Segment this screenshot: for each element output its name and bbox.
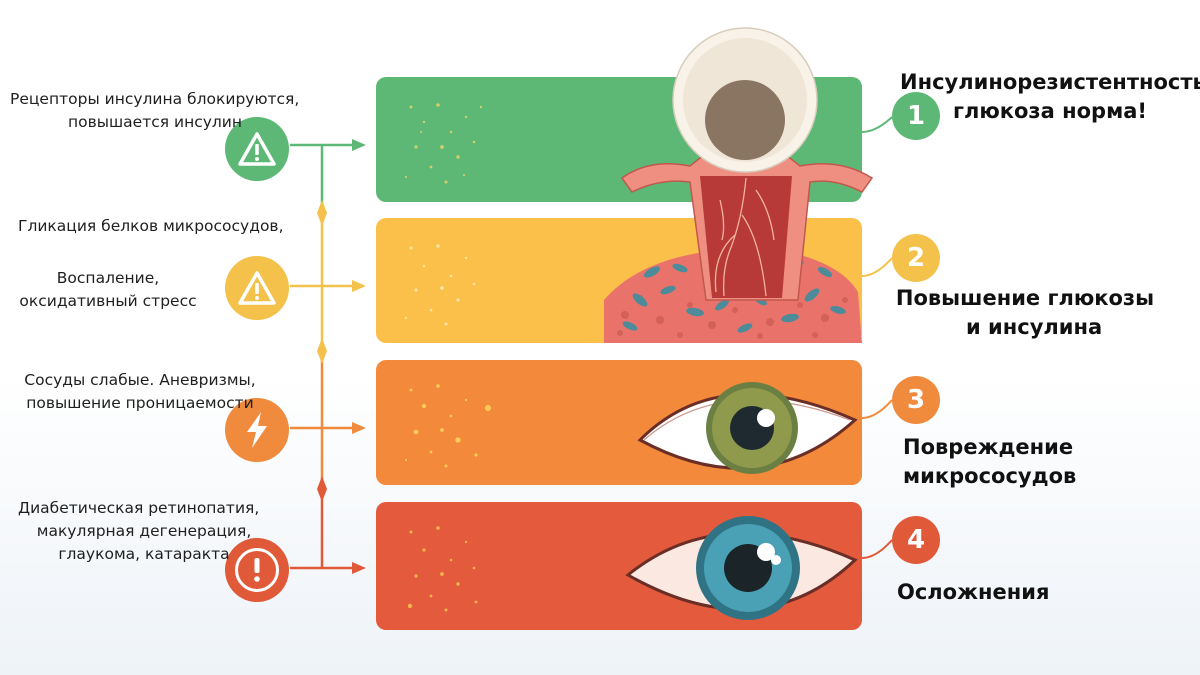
speckle-pattern-1 <box>404 103 483 184</box>
warning-triangle-icon <box>238 271 276 305</box>
speckle-pattern-4 <box>407 526 478 612</box>
speckle-pattern-2 <box>404 244 476 326</box>
warning-triangle-icon <box>238 132 276 166</box>
stage-1-description: Рецепторы инсулина блокируются, повышает… <box>10 88 300 134</box>
stage-2-number: 2 <box>892 234 940 282</box>
trunk-diamond-2 <box>317 338 327 364</box>
stage-2-description-line-2: Воспаление, <box>56 269 160 287</box>
trunk-diamond-1 <box>317 200 327 226</box>
stage-1-description-line-1: Рецепторы инсулина блокируются, <box>10 90 300 108</box>
stage-4-title: Осложнения <box>897 578 1157 607</box>
exclamation-icon <box>254 558 260 582</box>
eye-illustration-damaged <box>637 382 858 474</box>
speckle-pattern-3 <box>404 384 491 468</box>
arrow-2-head <box>352 280 366 292</box>
right-connector-4 <box>861 539 893 559</box>
stage-2-title: Повышение глюкозы и инсулина <box>890 284 1160 342</box>
trunk-diamond-3 <box>317 476 327 502</box>
stage-1-title-line-2: глюкоза норма! <box>952 99 1147 123</box>
stage-4-description-line-3: глаукома, катаракта <box>58 545 230 563</box>
stage-4-description-line-1: Диабетическая ретинопатия, <box>18 499 260 517</box>
stage-2-warning-icon <box>225 256 289 320</box>
stage-3-description-line-1: Сосуды слабые. Аневризмы, <box>24 371 256 389</box>
stage-3-description-line-2: повышение проницаемости <box>26 394 254 412</box>
stage-4-title-line-1: Осложнения <box>897 580 1050 604</box>
stage-4-exclamation-icon <box>225 538 289 602</box>
right-connector-1 <box>861 116 893 133</box>
stage-3-number: 3 <box>892 376 940 424</box>
stage-2-description-line-3: оксидативный стресс <box>19 292 197 310</box>
vessel-illustration <box>620 148 874 301</box>
stage-3-lightning-icon <box>225 398 289 462</box>
stage-1-warning-icon <box>225 117 289 181</box>
arrow-3-head <box>352 422 366 434</box>
arrow-1-head <box>352 139 366 151</box>
stage-1-title: Инсулинорезистентность, глюкоза норма! <box>900 68 1200 126</box>
cell-illustration <box>672 27 818 173</box>
stage-1-number: 1 <box>892 92 940 140</box>
eye-illustration-complications <box>625 516 858 620</box>
stage-4-description: Диабетическая ретинопатия, макулярная де… <box>10 497 278 566</box>
lightning-icon <box>247 412 267 448</box>
stage-3-title-line-2: микрососудов <box>903 464 1077 488</box>
stage-3-description: Сосуды слабые. Аневризмы, повышение прон… <box>10 369 270 415</box>
right-connector-3 <box>861 399 893 419</box>
right-connector-2 <box>861 257 893 277</box>
stage-1-title-line-1: Инсулинорезистентность, <box>900 70 1200 94</box>
stage-2-title-line-2: и инсулина <box>966 315 1103 339</box>
stage-4-description-line-2: макулярная дегенерация, <box>36 522 252 540</box>
stage-3-title: Повреждение микрососудов <box>903 433 1163 491</box>
stage-2-title-line-1: Повышение глюкозы <box>895 286 1155 310</box>
stage-1-description-line-2: повышается инсулин <box>67 113 243 131</box>
stage-4-number: 4 <box>892 516 940 564</box>
stage-2-description-line-1: Гликация белков микрососудов, <box>18 217 284 235</box>
arrow-4-head <box>352 562 366 574</box>
stage-3-title-line-1: Повреждение <box>903 435 1074 459</box>
stage-2-description: Воспаление, оксидативный стресс <box>10 267 206 313</box>
